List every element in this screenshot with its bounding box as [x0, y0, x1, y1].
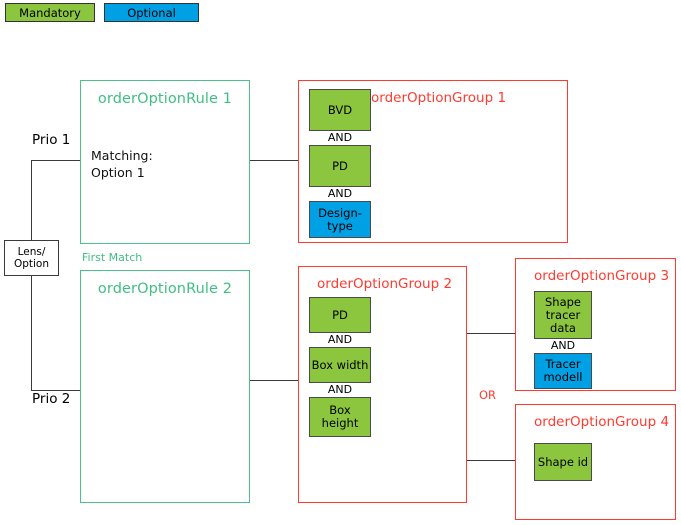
rule2-to-group2-connector — [250, 380, 298, 381]
or-operator-label: OR — [479, 388, 497, 402]
option-chip-box-width-label: Box width — [311, 357, 369, 372]
order-option-group-2[interactable]: orderOptionGroup 2 PD AND Box width AND … — [298, 266, 467, 503]
order-option-group-2-title: orderOptionGroup 2 — [317, 276, 453, 292]
order-option-group-1-title: orderOptionGroup 1 — [371, 90, 507, 106]
order-option-rule-1[interactable]: orderOptionRule 1 Matching: Option 1 — [80, 80, 250, 244]
group2-to-group3-connector — [467, 333, 515, 334]
option-chip-design-type[interactable]: Design- type — [309, 201, 371, 238]
option-chip-box-width[interactable]: Box width — [309, 347, 371, 383]
option-chip-shape-id[interactable]: Shape id — [534, 443, 592, 481]
and-operator-1: AND — [327, 131, 353, 144]
order-option-group-3-title: orderOptionGroup 3 — [534, 268, 670, 284]
option-chip-shape-tracer-data-label: Shape tracer data — [544, 294, 581, 335]
group2-to-group4-connector — [467, 460, 515, 461]
option-chip-shape-id-label: Shape id — [537, 454, 589, 469]
lens-option-label: Lens/ Option — [13, 245, 50, 271]
option-chip-shape-tracer-data[interactable]: Shape tracer data — [534, 291, 592, 339]
legend-mandatory-label: Mandatory — [19, 5, 81, 20]
legend-optional: Optional — [104, 3, 199, 22]
and-operator-3: AND — [327, 333, 353, 346]
option-chip-box-height[interactable]: Box height — [309, 397, 371, 437]
prio1-connector — [31, 160, 80, 161]
and-operator-5: AND — [550, 339, 576, 352]
order-option-group-4[interactable]: orderOptionGroup 4 Shape id — [515, 404, 676, 520]
option-chip-tracer-modell-label: Tracer modell — [543, 357, 583, 384]
option-chip-design-type-label: Design- type — [318, 205, 362, 233]
first-match-label: First Match — [82, 251, 143, 264]
option-chip-pd-2[interactable]: PD — [309, 297, 371, 333]
option-chip-pd-2-label: PD — [332, 307, 348, 322]
and-operator-2: AND — [327, 187, 353, 200]
option-chip-bvd-label: BVD — [327, 102, 353, 117]
root-spine-upper — [31, 160, 32, 241]
rule1-to-group1-connector — [250, 160, 298, 161]
option-chip-tracer-modell[interactable]: Tracer modell — [534, 353, 592, 389]
prio2-connector — [31, 390, 80, 391]
option-chip-bvd[interactable]: BVD — [309, 89, 371, 131]
prio2-label: Prio 2 — [32, 391, 71, 407]
order-option-group-3[interactable]: orderOptionGroup 3 Shape tracer data AND… — [515, 258, 676, 391]
lens-option-root: Lens/ Option — [4, 240, 59, 276]
prio1-label: Prio 1 — [32, 132, 71, 148]
order-option-rule-1-body: Matching: Option 1 — [91, 148, 153, 180]
order-option-rule-2-title: orderOptionRule 2 — [97, 281, 233, 297]
legend-optional-label: Optional — [127, 5, 176, 20]
legend-mandatory: Mandatory — [5, 3, 95, 22]
order-option-rule-1-title: orderOptionRule 1 — [97, 91, 233, 107]
option-chip-pd[interactable]: PD — [309, 145, 371, 187]
order-option-rule-2[interactable]: orderOptionRule 2 — [80, 270, 250, 503]
option-chip-box-height-label: Box height — [321, 403, 359, 430]
option-chip-pd-label: PD — [332, 158, 348, 173]
order-option-group-4-title: orderOptionGroup 4 — [534, 414, 670, 430]
and-operator-4: AND — [327, 383, 353, 396]
root-spine-lower — [31, 275, 32, 391]
order-option-group-1[interactable]: orderOptionGroup 1 BVD AND PD AND Design… — [298, 80, 568, 243]
